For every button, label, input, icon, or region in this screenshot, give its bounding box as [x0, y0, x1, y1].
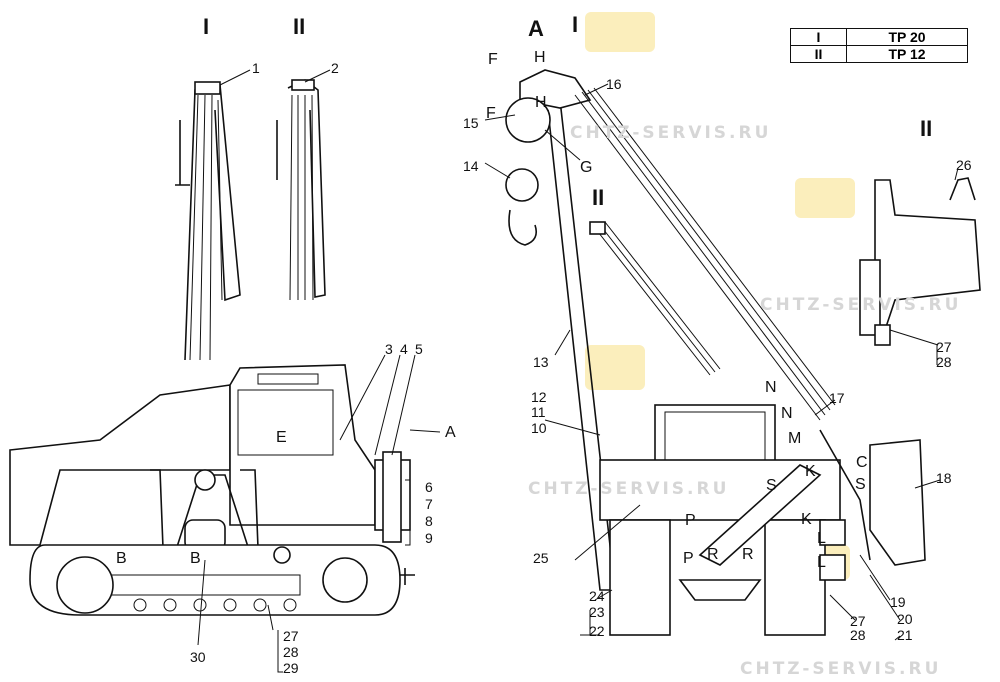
- callout-28: 28: [850, 627, 866, 643]
- legend-row: I TP 20: [790, 28, 968, 46]
- legend-roman: II: [790, 45, 847, 63]
- legend-roman: I: [790, 28, 847, 46]
- callout-27: 27: [283, 628, 299, 644]
- callout-18: 18: [936, 470, 952, 486]
- watermark-texts: CHTZ-SERVIS.RU CHTZ-SERVIS.RU CHTZ-SERVI…: [528, 123, 961, 679]
- view-header-I: I: [203, 14, 209, 39]
- callout-28: 28: [283, 644, 299, 660]
- callout-9: 9: [425, 530, 433, 546]
- callout-R: R: [742, 546, 754, 563]
- callout-21: 21: [897, 627, 913, 643]
- callout-5: 5: [415, 341, 423, 357]
- callout-2: 2: [331, 60, 339, 76]
- model-legend-table: I TP 20 II TP 12: [790, 28, 968, 63]
- callout-B: B: [190, 550, 201, 567]
- watermark-text: CHTZ-SERVIS.RU: [760, 295, 961, 315]
- watermark-text: CHTZ-SERVIS.RU: [740, 659, 941, 679]
- callout-27: 27: [850, 613, 866, 629]
- callout-25: 25: [533, 550, 549, 566]
- callout-11: 11: [531, 404, 546, 420]
- view-header-I: I: [572, 12, 578, 37]
- callout-17: 17: [829, 390, 845, 406]
- callout-L: L: [817, 554, 826, 571]
- callout-B: B: [116, 550, 127, 567]
- watermark-text: CHTZ-SERVIS.RU: [528, 479, 729, 499]
- callout-S: S: [855, 476, 866, 493]
- callout-R: R: [707, 546, 719, 563]
- callout-P: P: [685, 512, 696, 529]
- callout-20: 20: [897, 611, 913, 627]
- callout-7: 7: [425, 496, 433, 512]
- callout-22: 22: [589, 623, 605, 639]
- callout-29: 29: [283, 660, 299, 676]
- detail-view-II: [859, 177, 981, 346]
- legend-model: TP 12: [846, 45, 968, 63]
- leader-lines: [197, 69, 959, 673]
- callout-L: L: [817, 530, 826, 547]
- callout-30: 30: [190, 649, 206, 665]
- view-header-A: A: [528, 16, 544, 41]
- callout-15: 15: [463, 115, 479, 131]
- pipelayer-front-view: [505, 69, 926, 636]
- callout-19: 19: [890, 594, 906, 610]
- callout-S: S: [766, 477, 777, 494]
- callout-H: H: [535, 94, 547, 111]
- callout-13: 13: [533, 354, 549, 370]
- callout-28: 28: [936, 354, 952, 370]
- pipelayer-side-view: [9, 79, 415, 616]
- callout-6: 6: [425, 479, 433, 495]
- legend-model: TP 20: [846, 28, 968, 46]
- callout-26: 26: [956, 157, 972, 173]
- callout-23: 23: [589, 604, 605, 620]
- view-header-II: II: [592, 185, 604, 210]
- callout-14: 14: [463, 158, 479, 174]
- callout-K: K: [805, 463, 816, 480]
- callout-M: M: [788, 430, 801, 447]
- callouts-right: F H F H 16 15 14 G 13 12 11 10 N N M 17 …: [463, 49, 972, 643]
- callout-10: 10: [531, 420, 547, 436]
- callout-1: 1: [252, 60, 260, 76]
- view-header-II: II: [920, 116, 932, 141]
- legend-row: II TP 12: [790, 45, 968, 63]
- callout-16: 16: [606, 76, 622, 92]
- callout-12: 12: [531, 389, 547, 405]
- view-header-II: II: [293, 14, 305, 39]
- callout-27: 27: [936, 339, 952, 355]
- callout-8: 8: [425, 513, 433, 529]
- callout-F: F: [486, 105, 496, 122]
- callout-H: H: [534, 49, 546, 66]
- callout-24: 24: [589, 588, 605, 604]
- callout-E: E: [276, 429, 287, 446]
- callout-N: N: [765, 379, 777, 396]
- callout-A: A: [445, 424, 456, 441]
- callout-P: P: [683, 550, 694, 567]
- callout-F: F: [488, 51, 498, 68]
- callout-3: 3: [385, 341, 393, 357]
- callout-K: K: [801, 511, 812, 528]
- callout-C: C: [856, 454, 868, 471]
- callout-N: N: [781, 405, 793, 422]
- callout-G: G: [580, 159, 592, 176]
- callout-4: 4: [400, 341, 408, 357]
- callouts-left: 1 2 3 4 5 6 7 8 9 A E B B 27 28 29 30: [116, 60, 456, 676]
- watermark-text: CHTZ-SERVIS.RU: [570, 123, 771, 143]
